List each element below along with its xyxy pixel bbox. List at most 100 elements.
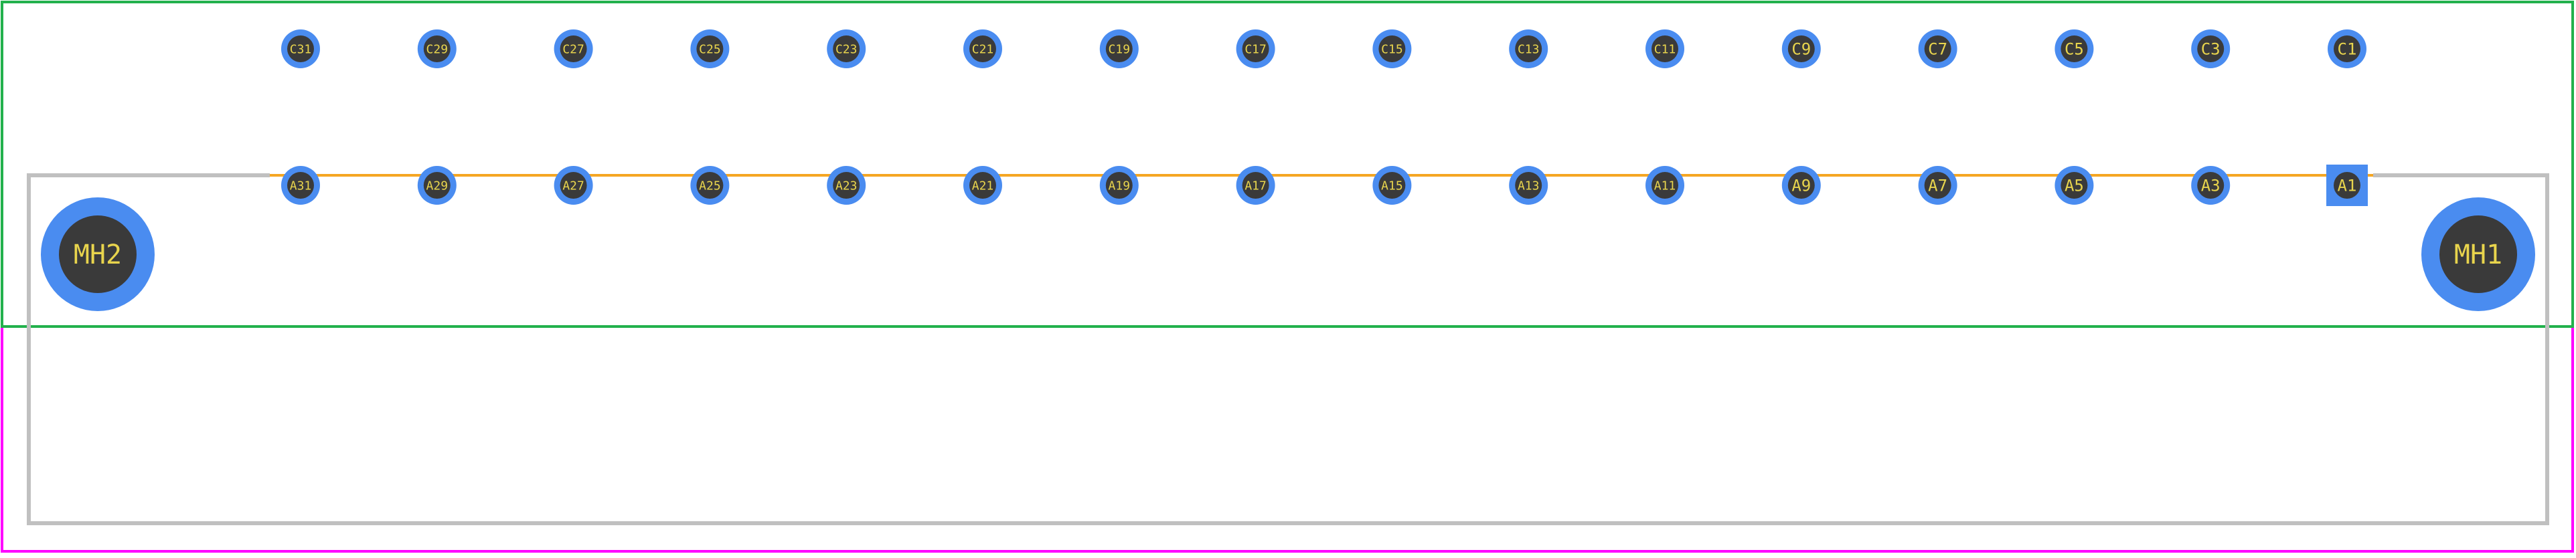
pad-a27[interactable]: A27 <box>554 166 593 205</box>
pad-label: C19 <box>1109 42 1131 56</box>
pad-drill <box>560 172 587 199</box>
mounting-hole-label: MH2 <box>74 240 122 270</box>
pad-drill <box>1652 35 1678 62</box>
pad-drill <box>2197 172 2225 199</box>
mounting-hole-mh2[interactable]: MH2 <box>41 197 155 311</box>
pad-drill <box>1652 172 1678 199</box>
pad-c1[interactable]: C1 <box>2328 29 2366 68</box>
mounting-hole-drill <box>2439 215 2517 293</box>
silkscreen-outline <box>27 173 2549 525</box>
pad-label: C11 <box>1654 42 1676 56</box>
pad-c11[interactable]: C11 <box>1645 29 1684 68</box>
pad-drill <box>2061 172 2088 199</box>
pad-drill <box>1378 172 1406 199</box>
pad-a7[interactable]: A7 <box>1918 166 1957 205</box>
pad-a31[interactable]: A31 <box>281 166 320 205</box>
pad-drill <box>833 172 860 199</box>
pad-label: A31 <box>290 179 312 193</box>
pad-c9[interactable]: C9 <box>1781 29 1821 68</box>
pad-a11[interactable]: A11 <box>1645 166 1684 205</box>
pad-c21[interactable]: C21 <box>963 29 1002 68</box>
pad-label: A5 <box>2065 177 2084 195</box>
pad-label: C31 <box>290 42 312 56</box>
pad-c13[interactable]: C13 <box>1509 29 1548 68</box>
pad-label: C21 <box>972 42 994 56</box>
pad-drill <box>833 35 860 62</box>
pad-label: A21 <box>972 179 994 193</box>
pad-a5[interactable]: A5 <box>2055 166 2094 205</box>
pad-label: C29 <box>426 42 449 56</box>
mounting-hole-drill <box>59 215 137 293</box>
pad-drill <box>2334 35 2360 62</box>
pad-a29[interactable]: A29 <box>417 166 457 205</box>
pad-row-a: A31 A29 A27 A25 A23 A21 A19 A17 A15 A13 A11 A9 A7 A5 A… <box>281 165 2368 206</box>
pad-label: A19 <box>1109 179 1131 193</box>
pad-drill <box>1105 172 1133 199</box>
pad-label: A13 <box>1518 179 1540 193</box>
pad-a21[interactable]: A21 <box>963 166 1002 205</box>
pad-drill <box>1924 172 1951 199</box>
pad-c3[interactable]: C3 <box>2191 29 2231 68</box>
pad-a23[interactable]: A23 <box>827 166 866 205</box>
pad-a19[interactable]: A19 <box>1099 166 1139 205</box>
pad-a3[interactable]: A3 <box>2191 166 2231 205</box>
pad-c15[interactable]: C15 <box>1372 29 1412 68</box>
pad-a25[interactable]: A25 <box>690 166 730 205</box>
pad-drill <box>287 172 314 199</box>
pad-drill <box>560 35 587 62</box>
pad-c25[interactable]: C25 <box>690 29 730 68</box>
pad-c5[interactable]: C5 <box>2055 29 2094 68</box>
pad-label: C13 <box>1518 42 1540 56</box>
pad-label: A11 <box>1654 179 1676 193</box>
pad-label: C27 <box>562 42 584 56</box>
pad-c19[interactable]: C19 <box>1099 29 1139 68</box>
pad-c29[interactable]: C29 <box>417 29 457 68</box>
pad-drill <box>1515 172 1542 199</box>
pad-c7[interactable]: C7 <box>1918 29 1957 68</box>
pad-drill <box>1105 35 1133 62</box>
pad-label: A7 <box>1928 177 1947 195</box>
pad-label: C5 <box>2065 40 2084 59</box>
pad-label: A9 <box>1791 177 1811 195</box>
pad-label: C25 <box>699 42 721 56</box>
pad-drill <box>1242 35 1269 62</box>
pad-drill <box>1787 35 1815 62</box>
pad-c27[interactable]: C27 <box>554 29 593 68</box>
pad-a17[interactable]: A17 <box>1236 166 1275 205</box>
pad-drill <box>2334 172 2360 199</box>
pad-drill <box>423 172 451 199</box>
pad-a1[interactable]: A1 <box>2326 165 2368 206</box>
pad-drill <box>423 35 451 62</box>
pad-a15[interactable]: A15 <box>1372 166 1412 205</box>
pad-label: C23 <box>835 42 858 56</box>
mounting-hole-label: MH1 <box>2454 240 2502 270</box>
pad-drill <box>969 172 996 199</box>
pad-label: A15 <box>1381 179 1403 193</box>
courtyard-outline <box>1 1 2574 328</box>
pad-label: C1 <box>2338 40 2357 59</box>
pad-c17[interactable]: C17 <box>1236 29 1275 68</box>
pad-label: A3 <box>2201 177 2221 195</box>
pad-c23[interactable]: C23 <box>827 29 866 68</box>
pad-drill <box>1242 172 1269 199</box>
pad-a13[interactable]: A13 <box>1509 166 1548 205</box>
pad-drill <box>2061 35 2088 62</box>
pad-a9[interactable]: A9 <box>1781 166 1821 205</box>
pad-label: A27 <box>562 179 584 193</box>
pad-label: A29 <box>426 179 449 193</box>
pad-drill <box>2197 35 2225 62</box>
pad-label: C15 <box>1381 42 1403 56</box>
pad-row-c: C31 C29 C27 C25 C23 C21 C19 C17 C15 C13 C11 C9 C7 C5 C… <box>281 29 2366 68</box>
pad-label: A1 <box>2338 177 2357 195</box>
pad-drill <box>696 35 724 62</box>
pad-label: C7 <box>1928 40 1947 59</box>
pad-label: A17 <box>1244 179 1267 193</box>
pad-drill <box>969 35 996 62</box>
mounting-hole-mh1[interactable]: MH1 <box>2421 197 2535 311</box>
pad-label: C9 <box>1791 40 1811 59</box>
pad-c31[interactable]: C31 <box>281 29 320 68</box>
pad-drill <box>287 35 314 62</box>
